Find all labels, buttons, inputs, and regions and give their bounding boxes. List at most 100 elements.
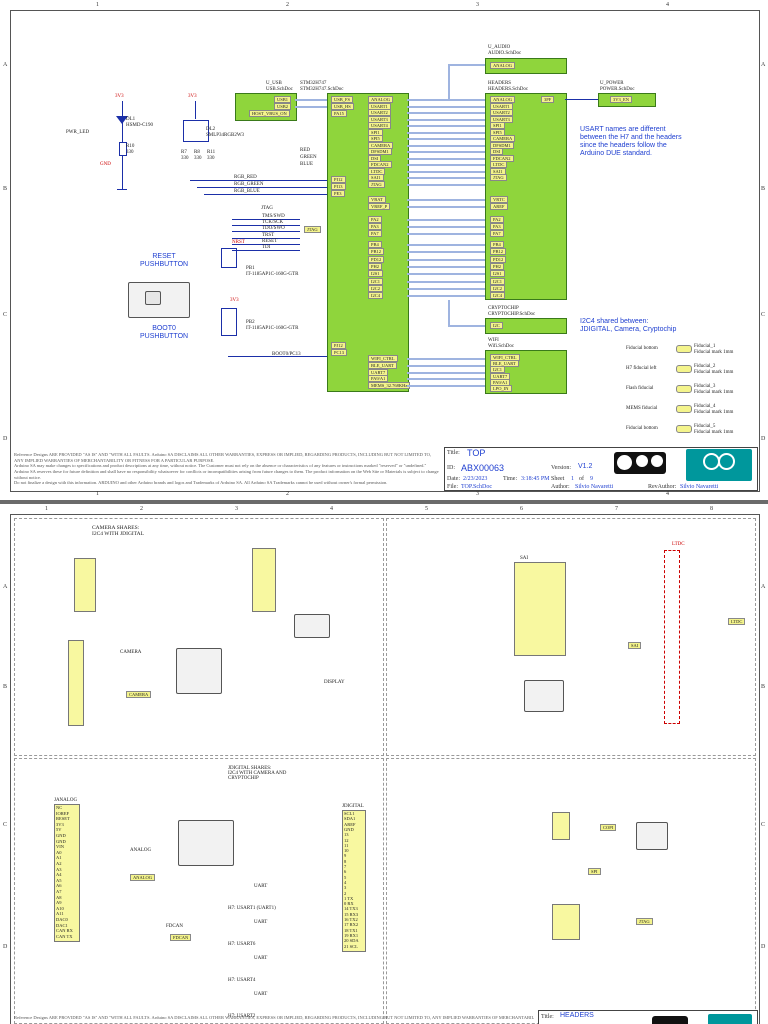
janalog-pin: 3V3 bbox=[56, 821, 64, 827]
rgb-wire bbox=[197, 187, 327, 188]
stm-port: I2C4 bbox=[368, 292, 383, 300]
usb-block-ref: U_USB bbox=[266, 81, 282, 86]
bus-line bbox=[407, 251, 485, 254]
stm-block-ref: STM32H747 bbox=[300, 81, 327, 86]
sai-port: SAI bbox=[628, 642, 642, 649]
rgb-net: RED bbox=[300, 148, 310, 153]
headers-port: I2C4 bbox=[490, 292, 505, 300]
jdigital-pin: 5 bbox=[344, 874, 347, 880]
date-value: 2/23/2023 bbox=[463, 476, 488, 482]
headers-port: PB12 bbox=[490, 248, 507, 256]
jdigital-pin: 17 RX2 bbox=[344, 922, 359, 928]
reset-net: NRST bbox=[232, 240, 245, 245]
bus-line bbox=[407, 183, 485, 186]
sheet-border bbox=[10, 514, 760, 1024]
ltdc-header bbox=[664, 550, 680, 724]
bus-line bbox=[407, 151, 485, 153]
jdigital-pin: 16 TX2 bbox=[344, 917, 358, 922]
bus-line bbox=[448, 300, 450, 326]
power-block-file: POWER.SchDoc bbox=[600, 87, 635, 92]
rgb-res: R7 bbox=[181, 150, 187, 155]
stm-port: USB_FS bbox=[331, 96, 354, 103]
bus-line bbox=[407, 138, 485, 140]
jtag-line-label: TDO/SWO bbox=[262, 226, 285, 232]
fiducial-part: Fiducial mark 1mm bbox=[694, 370, 734, 375]
bus-line bbox=[407, 125, 485, 127]
headers-block-file: HEADERS.SchDoc bbox=[488, 87, 529, 92]
power-net-label: 3V3 bbox=[188, 94, 197, 99]
analog-port: ANALOG bbox=[130, 874, 155, 881]
boot-net: BOOT0/PC13 bbox=[272, 352, 301, 357]
col-label: 3 bbox=[476, 2, 479, 8]
fiducial-icon bbox=[676, 345, 692, 353]
stm-port: PA2 bbox=[368, 216, 382, 223]
analog-section-label: ANALOG bbox=[130, 848, 152, 853]
boot-part: IT-1185AP1C-160G-GTR bbox=[246, 326, 299, 331]
jdigital-pin: 11 bbox=[344, 842, 349, 848]
camera-pin-strip bbox=[68, 640, 84, 726]
title-value: HEADERS bbox=[560, 1012, 594, 1019]
jdigital-pin: 8 bbox=[344, 858, 347, 864]
jdigital-pin: 15 RX3 bbox=[344, 911, 359, 917]
revauthor-value: Silvio Navaretti bbox=[680, 484, 719, 490]
stm-port: PA9/A1 bbox=[368, 375, 389, 383]
stm-port: PA3 bbox=[368, 223, 382, 230]
janalog-pin: DAC0 bbox=[56, 917, 68, 922]
janalog-pin: A0 bbox=[56, 849, 62, 855]
bus-line bbox=[407, 144, 485, 147]
rgb-res-value: 330 bbox=[207, 156, 215, 161]
rgb-wire bbox=[204, 194, 327, 195]
bus-line bbox=[407, 358, 485, 360]
usart-note: USART names are different between the H7… bbox=[580, 126, 682, 158]
date-label: Date: bbox=[447, 476, 460, 482]
col-label: 6 bbox=[520, 506, 523, 512]
janalog-pin: A7 bbox=[56, 889, 62, 894]
usb-port: USB2 bbox=[274, 103, 292, 110]
spi-module-footprint bbox=[636, 822, 668, 850]
title-block bbox=[538, 1010, 758, 1024]
jtag-label: JTAG bbox=[261, 206, 273, 211]
row-label: C bbox=[761, 822, 766, 828]
author-label: Author: bbox=[551, 484, 570, 490]
camera-section-label: CAMERA bbox=[120, 650, 142, 655]
headers-port: PA2 bbox=[490, 216, 504, 223]
col-label: 8 bbox=[710, 506, 713, 512]
uart-label: H7: USART6 bbox=[228, 942, 256, 947]
stm-port: PE3 bbox=[331, 190, 345, 197]
jdigital-pin: 12 bbox=[344, 837, 349, 843]
uart-label: H7: USART4 bbox=[228, 978, 256, 983]
jdigital-pin: 14 TX3 bbox=[344, 906, 358, 912]
rgb-wire bbox=[190, 180, 327, 181]
bus-line bbox=[407, 177, 485, 179]
bus-line bbox=[407, 280, 485, 283]
janalog-pin: A10 bbox=[56, 905, 64, 911]
stm-port: VREF_P bbox=[368, 203, 391, 210]
janalog-pin: A5 bbox=[56, 877, 62, 883]
jdigital-pin: 4 bbox=[344, 879, 347, 885]
ltdc-label: LTDC bbox=[672, 542, 685, 547]
led-diode-icon bbox=[116, 116, 128, 124]
audio-port: ANALOG bbox=[490, 62, 515, 69]
headers-port: JTAG bbox=[490, 174, 507, 181]
crypto-port: I2C bbox=[490, 322, 503, 329]
bus-line bbox=[407, 385, 485, 388]
col-label: 1 bbox=[96, 2, 99, 8]
stm-port: PH2 bbox=[368, 262, 383, 270]
jdigital-pin: 20 SDA bbox=[344, 938, 359, 944]
cryptochip-sheet-block[interactable] bbox=[485, 318, 567, 334]
jdigital-pin: 7 bbox=[344, 864, 347, 869]
bus-line bbox=[407, 364, 485, 367]
row-label: A bbox=[3, 62, 8, 68]
usb-port: USB1 bbox=[274, 96, 292, 103]
boot-pushbutton-title: BOOT0 PUSHBUTTON bbox=[140, 325, 189, 341]
stm-port: MEMS_32.768KHz bbox=[368, 382, 411, 390]
janalog-pin: A1 bbox=[56, 855, 62, 861]
headers-port: I2S1 bbox=[490, 270, 505, 278]
jtag-line-label: TCK/SCK bbox=[262, 220, 284, 226]
jdigital-pin: 10 bbox=[344, 848, 349, 854]
pwr-led-label: PWR_LED bbox=[66, 130, 90, 135]
rgb-net-red: RGB_RED bbox=[234, 175, 257, 180]
janalog-header bbox=[54, 804, 80, 942]
bus-line bbox=[407, 99, 485, 101]
